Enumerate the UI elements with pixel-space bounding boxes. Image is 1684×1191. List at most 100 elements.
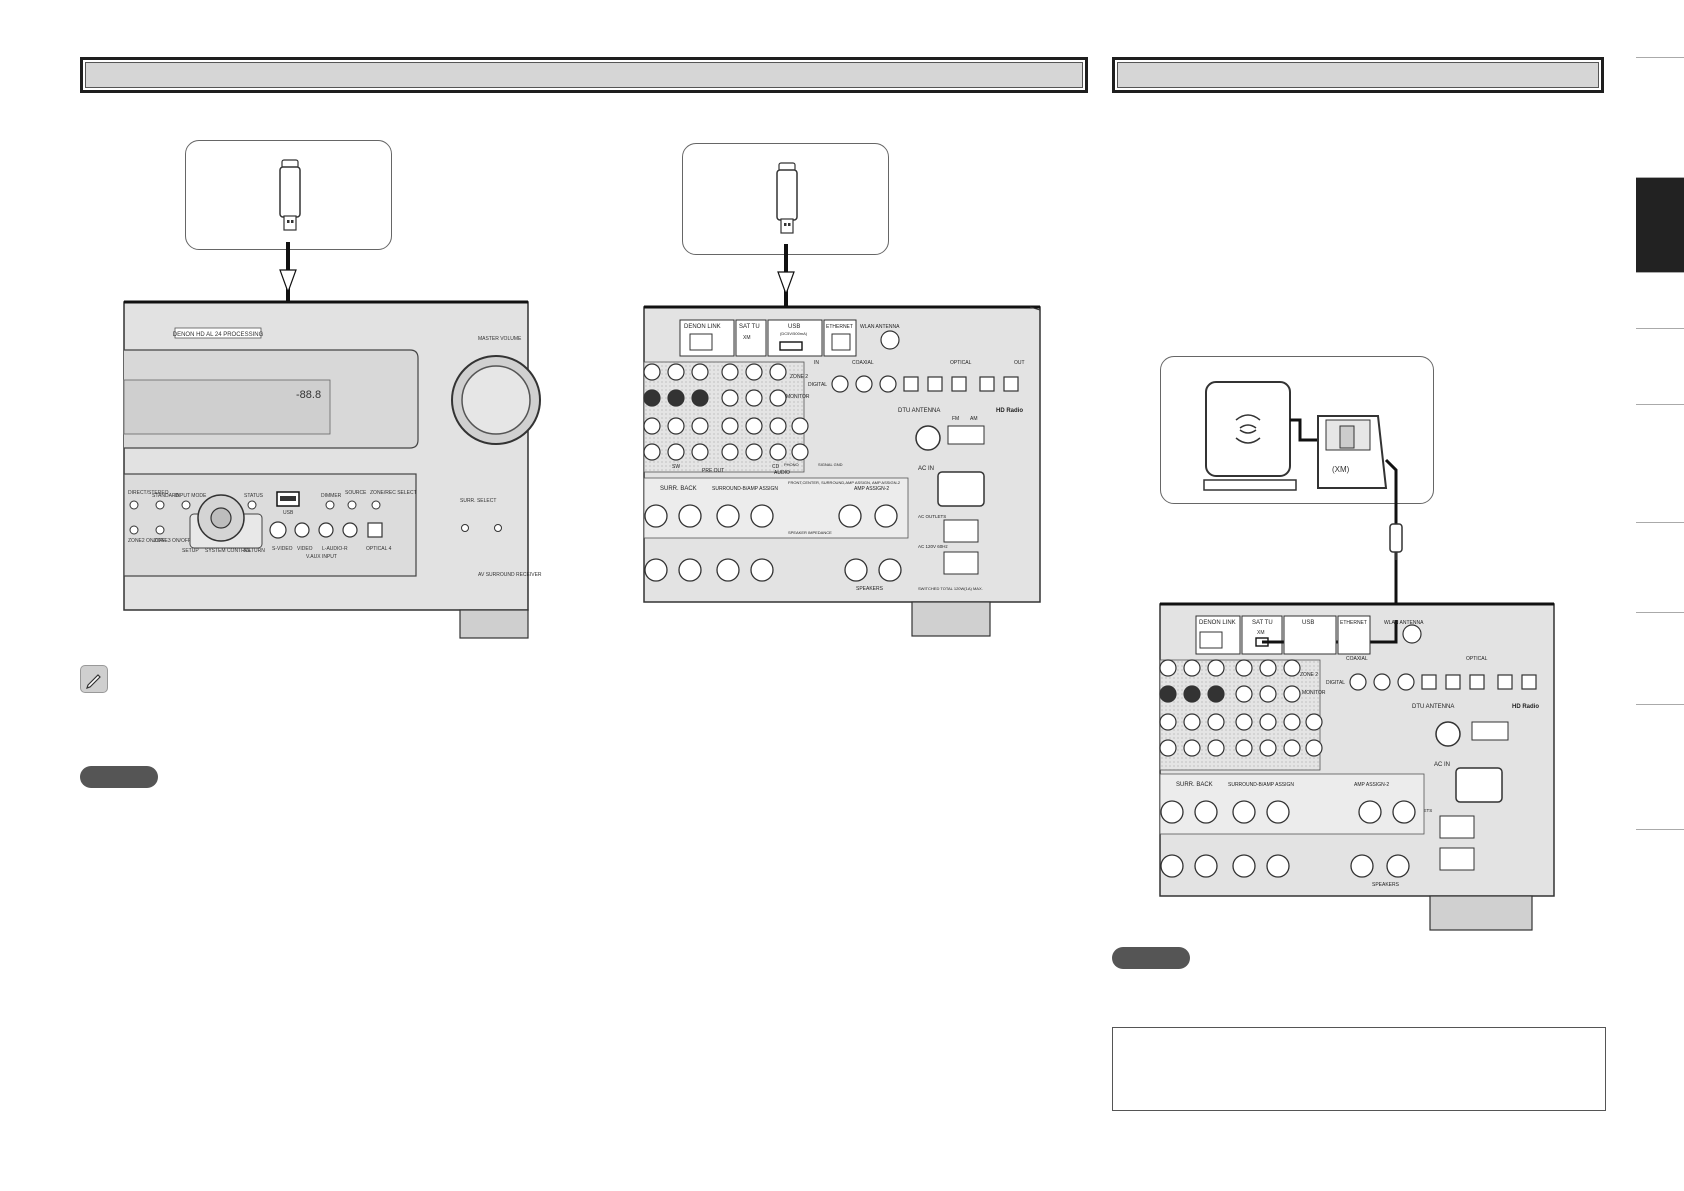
rear-usb-port[interactable] (779, 341, 803, 351)
input-mode-button[interactable] (181, 500, 191, 510)
source-button[interactable] (347, 500, 357, 510)
side-tab-1[interactable] (1636, 57, 1684, 178)
xm-rear-xm-label: XM (1257, 630, 1265, 636)
side-tab-3[interactable] (1636, 272, 1684, 329)
side-tab-7[interactable] (1636, 612, 1684, 705)
ac-in-socket[interactable] (937, 471, 985, 507)
audio-label: L-AUDIO-R (322, 546, 348, 552)
rear-sat-tu-label: SAT TU (739, 324, 760, 330)
zone3-label: ZONE3 ON/OFF (154, 538, 191, 544)
xm-surr-b-amp-label: SURROUND-B/AMP ASSIGN (1228, 782, 1294, 788)
v-aux-input-label: V.AUX INPUT (306, 554, 337, 560)
master-volume-label: MASTER VOLUME (478, 336, 522, 342)
ac-outlet-1[interactable] (943, 519, 979, 543)
btn-label-zone-rec: ZONE/REC SELECT (370, 490, 417, 496)
monitor-label: MONITOR (786, 394, 810, 400)
pencil-icon (80, 665, 108, 693)
zone-rec-button[interactable] (371, 500, 381, 510)
audio-rear-label: AUDIO (774, 470, 790, 476)
zone3-button[interactable] (155, 525, 165, 535)
video-jack[interactable] (294, 522, 310, 538)
rear-xm-label: XM (743, 335, 751, 341)
note-pill-xm (1112, 947, 1190, 969)
enter-button[interactable] (210, 507, 232, 529)
ethernet-port[interactable] (831, 333, 851, 351)
standard-button[interactable] (155, 500, 165, 510)
side-tab-8[interactable] (1636, 704, 1684, 830)
am-label: AM (970, 416, 978, 422)
usb-memory-icon-rear (776, 162, 798, 234)
rear-usb-label: USB (788, 324, 800, 330)
side-tab-6[interactable] (1636, 522, 1684, 613)
xm-coaxial-label: COAXIAL (1346, 656, 1368, 662)
surr-select-1[interactable] (461, 524, 469, 532)
audio-l-jack[interactable] (318, 522, 334, 538)
front-display: -88.8 (296, 389, 321, 401)
ac-outlet-2[interactable] (943, 551, 979, 575)
optical-4-label: OPTICAL 4 (366, 546, 392, 552)
section-header-xm (1112, 57, 1604, 93)
side-tab-5[interactable] (1636, 404, 1684, 523)
btn-label-input-mode: INPUT MODE (175, 493, 207, 499)
surround-receiver-label: AV SURROUND RECEIVER (478, 572, 542, 578)
return-label: RETURN (244, 548, 265, 554)
digital-label: DIGITAL (808, 382, 827, 388)
cd-label: CD (772, 464, 780, 470)
xm-antenna-icon (1203, 381, 1318, 491)
note-pill-usb (80, 766, 158, 788)
xm-tuner-icon: (XM) (1317, 415, 1398, 530)
xm-amp-assign2-label: AMP ASSIGN-2 (1354, 782, 1389, 788)
switched-label: SWITCHED TOTAL 120W(1A) MAX. (918, 586, 983, 591)
hd-radio-label: HD Radio (996, 408, 1023, 414)
btn-label-source: SOURCE (345, 490, 367, 496)
section-header-usb (80, 57, 1088, 93)
side-tab-2-active[interactable] (1636, 177, 1684, 273)
usb-memory-icon-front (279, 159, 301, 231)
speakers-label: SPEAKERS (856, 586, 884, 592)
signal-gnd-label: SIGNAL GND (818, 462, 843, 467)
xm-hd-radio-label: HD Radio (1512, 704, 1539, 710)
am-antenna-terminal[interactable] (947, 425, 985, 445)
xm-rear-ethernet-label: ETHERNET (1340, 620, 1367, 626)
fm-antenna-jack[interactable] (915, 425, 941, 451)
front-usb-label: USB (283, 510, 294, 516)
front-center-label: FRONT,CENTER, SURROUND,AMP ASSIGN, AMP A… (788, 480, 901, 485)
zone2-button[interactable] (129, 525, 139, 535)
xm-rear-sat-tu-label: SAT TU (1252, 620, 1273, 626)
zone2-rear-label: ZONE 2 (790, 374, 808, 380)
surr-select-2[interactable] (494, 524, 502, 532)
xm-surr-back-label: SURR. BACK (1176, 782, 1213, 788)
audio-r-jack[interactable] (342, 522, 358, 538)
coaxial-label: COAXIAL (852, 360, 874, 366)
optical-4-jack[interactable] (367, 522, 383, 538)
brand-badge: DENON HD AL 24 PROCESSING (173, 332, 264, 338)
amp-assign2-label: AMP ASSIGN-2 (854, 486, 889, 492)
pre-out-label: PRE OUT (702, 468, 724, 474)
in-label: IN (814, 360, 819, 366)
rear-denon-link-label: DENON LINK (684, 324, 721, 330)
status-button[interactable] (247, 500, 257, 510)
impedance-label: SPEAKER IMPEDANCE (788, 530, 832, 535)
s-video-label: S-VIDEO (272, 546, 293, 552)
direct-stereo-button[interactable] (129, 500, 139, 510)
surr-back-label: SURR. BACK (660, 486, 697, 492)
front-panel-receiver: DENON HD AL 24 PROCESSING MASTER VOLUME … (123, 300, 542, 639)
side-tab-4[interactable] (1636, 328, 1684, 405)
btn-label-standard: STANDARD (152, 493, 180, 499)
dimmer-button[interactable] (325, 500, 335, 510)
rear-usb-sub-label: (DC5V/500mA) (780, 331, 808, 336)
wlan-antenna-jack[interactable] (880, 330, 900, 350)
rear-ethernet-label: ETHERNET (826, 324, 853, 330)
zone2-label: ZONE2 ON/OFF (128, 538, 165, 544)
fm-label: FM (952, 416, 959, 422)
xm-dtu-antenna-label: DTU ANTENNA (1412, 704, 1454, 710)
xm-monitor-label: MONITOR (1302, 690, 1326, 696)
s-video-jack[interactable] (269, 521, 287, 539)
xm-ac-in-label: AC IN (1434, 762, 1450, 768)
btn-label-dimmer: DIMMER (321, 493, 342, 499)
phono-label: PHONO (784, 462, 799, 467)
out-label: OUT (1014, 360, 1025, 366)
rear-panel-receiver-usb: DENON LINK SAT TU XM USB (DC5V/500mA) ET… (643, 305, 1041, 637)
optical-label: OPTICAL (950, 360, 972, 366)
